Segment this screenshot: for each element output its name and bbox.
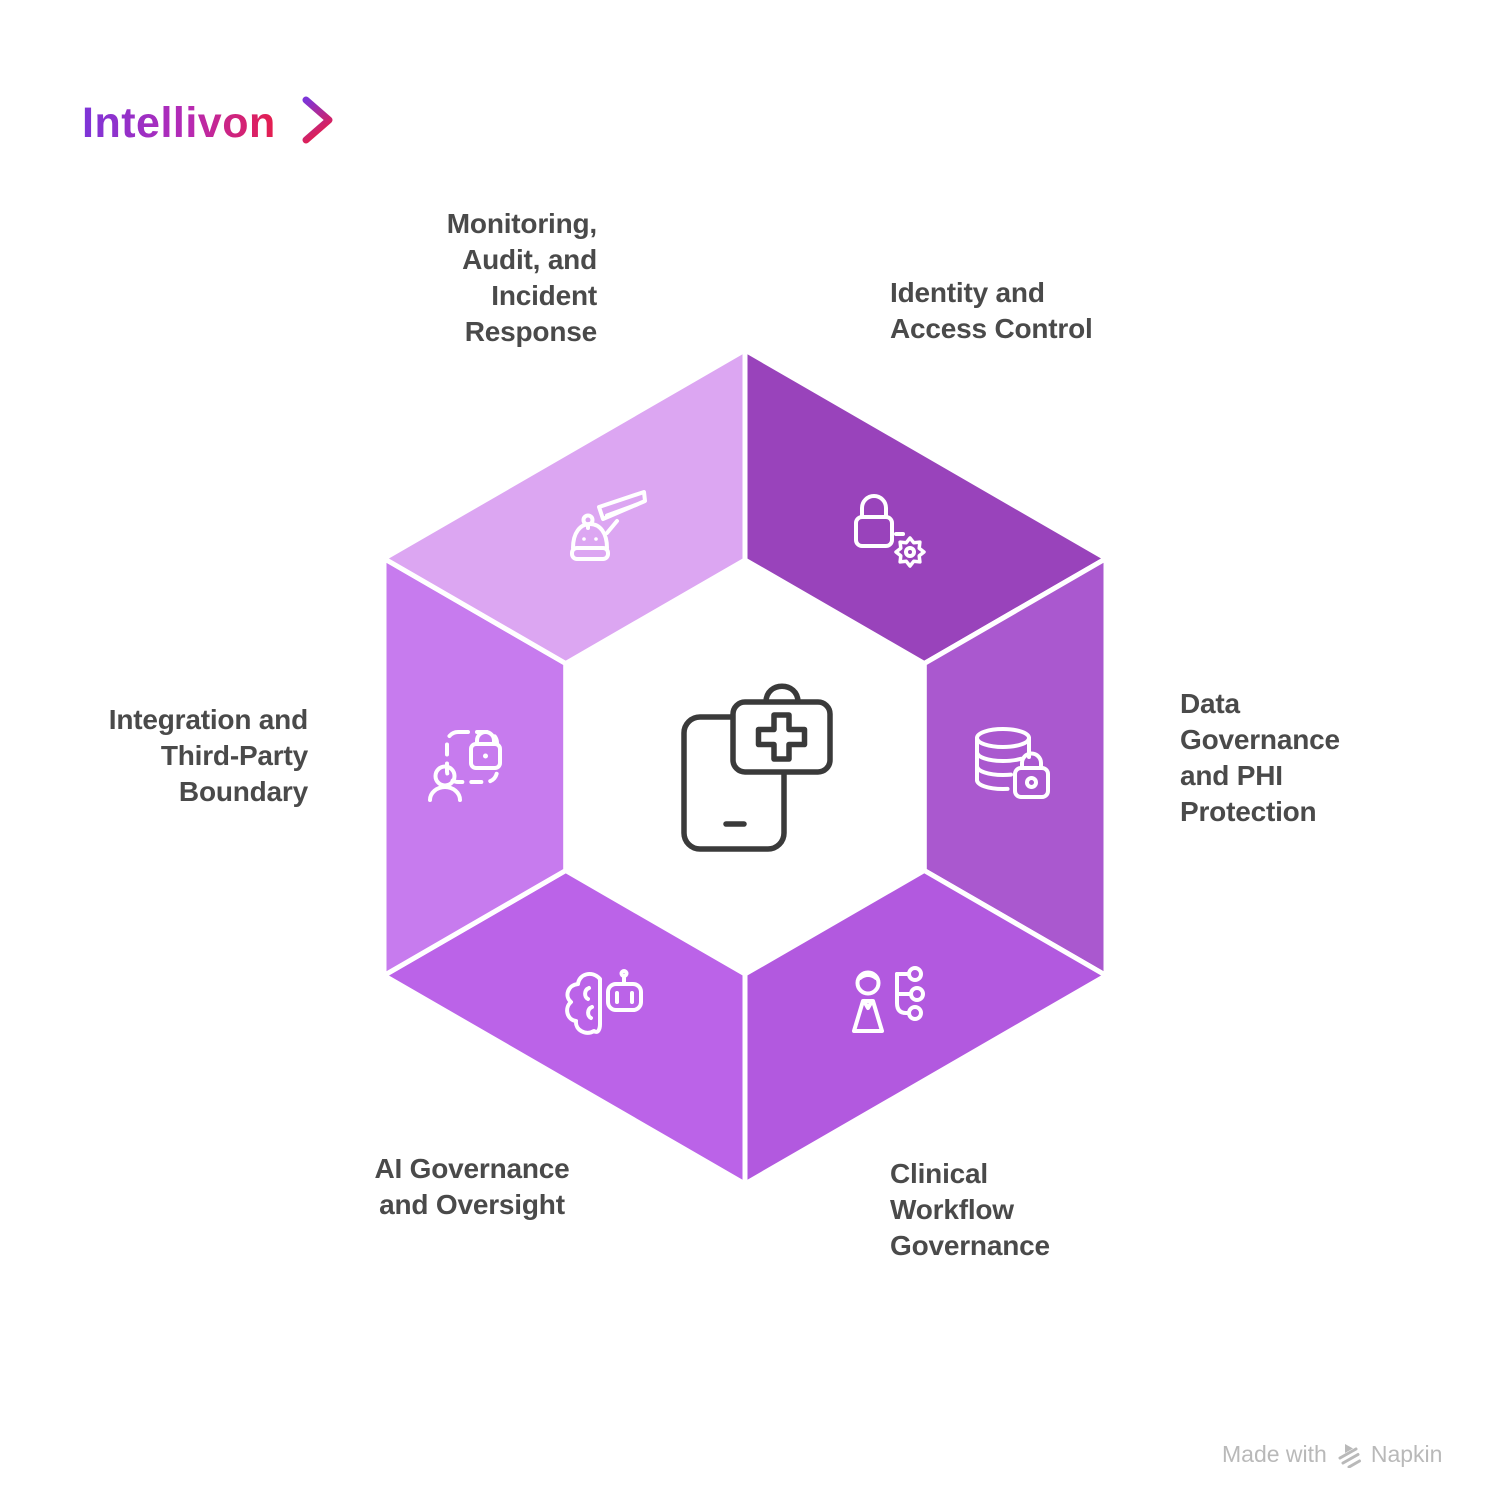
label-line: Boundary — [178, 776, 308, 807]
medical-tablet-icon — [681, 683, 833, 852]
label-clinical-workflow-governance: Clinical Workflow Governance — [890, 1156, 1120, 1264]
label-line: Third-Party — [160, 740, 308, 771]
label-line: Monitoring, — [446, 208, 597, 239]
label-line: Protection — [1180, 796, 1317, 827]
watermark-brand: Napkin — [1370, 1441, 1443, 1467]
label-monitoring-audit-incident: Monitoring, Audit, and Incident Response — [357, 206, 597, 350]
made-with-napkin-watermark: Made with Napkin — [1222, 1441, 1442, 1468]
label-line: Audit, and — [462, 244, 597, 275]
label-line: AI Governance — [374, 1153, 570, 1184]
label-data-governance-phi: Data Governance and PHI Protection — [1180, 686, 1400, 830]
label-line: and PHI — [1180, 760, 1283, 791]
label-line: Governance — [890, 1230, 1050, 1261]
label-line: Clinical — [890, 1158, 988, 1189]
label-line: Workflow — [890, 1194, 1014, 1225]
cctv-robot-icon — [570, 490, 647, 561]
brand-chevron-icon — [302, 96, 333, 144]
label-line: and Oversight — [379, 1189, 565, 1220]
label-ai-governance-oversight: AI Governance and Oversight — [342, 1151, 602, 1223]
user-lock-frame-icon — [428, 730, 502, 802]
brain-robot-icon — [565, 969, 643, 1035]
label-line: Incident — [491, 280, 597, 311]
label-line: Integration and — [108, 704, 308, 735]
lock-gear-icon — [854, 494, 926, 568]
brand-logo-text: Intellivon — [82, 99, 276, 147]
label-line: Identity and — [890, 277, 1045, 308]
clinician-workflow-icon — [852, 966, 925, 1033]
segment-monitoring-audit-incident — [381, 347, 748, 666]
brand-logo: Intellivon — [82, 96, 333, 147]
label-line: Data — [1180, 688, 1240, 719]
label-line: Response — [464, 316, 597, 347]
label-line: Access Control — [890, 313, 1093, 344]
label-integration-third-party-boundary: Integration and Third-Party Boundary — [78, 702, 308, 810]
label-identity-access-control: Identity and Access Control — [890, 275, 1160, 347]
database-lock-icon — [975, 727, 1050, 799]
label-line: Governance — [1180, 724, 1340, 755]
watermark-prefix: Made with — [1222, 1441, 1327, 1467]
napkin-logo-icon — [1338, 1443, 1361, 1468]
